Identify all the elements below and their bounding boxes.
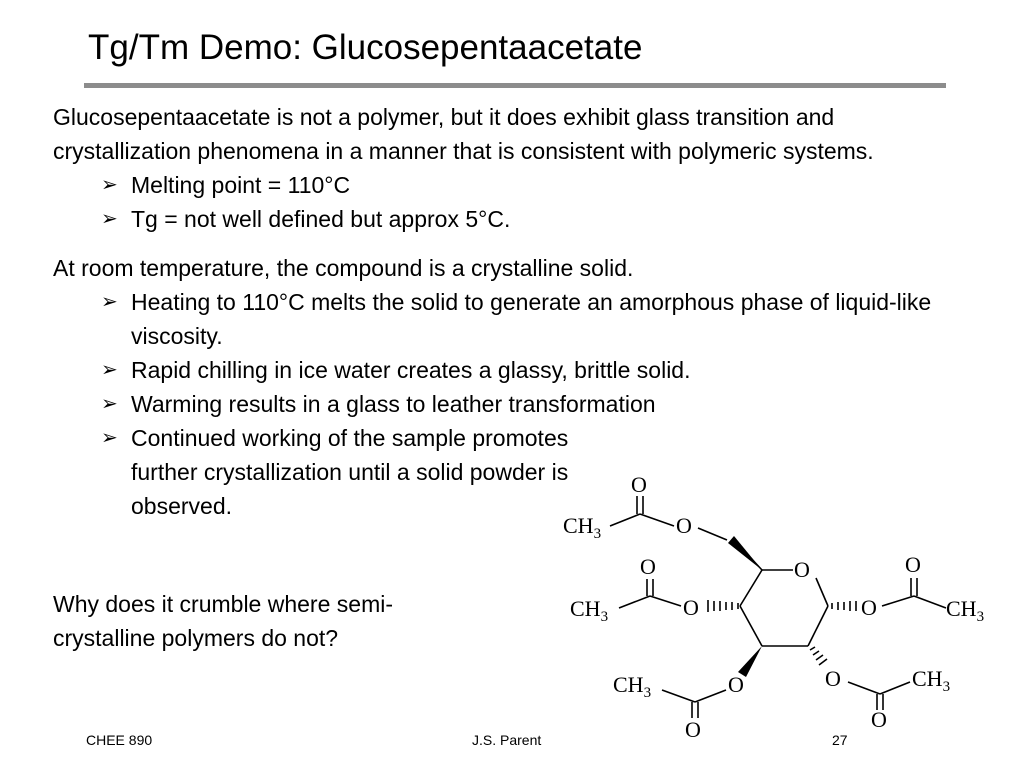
- atom-ch3-left: CH3: [570, 596, 608, 625]
- intro-paragraph: Glucosepentaacetate is not a polymer, bu…: [53, 104, 874, 164]
- atom-o-ester-right: O: [861, 595, 877, 620]
- arrow-bullet-icon: ➢: [101, 174, 118, 196]
- property-item-tg: ➢Tg = not well defined but approx 5°C.: [101, 202, 953, 236]
- process-list: ➢Heating to 110°C melts the solid to gen…: [53, 285, 953, 523]
- atom-o-ester-top: O: [676, 513, 692, 538]
- atom-o-ester-bottom-left: O: [728, 672, 744, 697]
- footer-course: CHEE 890: [86, 732, 153, 748]
- atom-ch3-right: CH3: [946, 596, 984, 625]
- hashed-bonds: [707, 600, 857, 666]
- footer-author: J.S. Parent: [472, 732, 542, 748]
- wedge-bond: [738, 646, 762, 677]
- atom-ch3-bottom-left: CH3: [613, 672, 651, 701]
- title-divider: [84, 83, 946, 88]
- arrow-bullet-icon: ➢: [101, 393, 118, 415]
- atom-o-carbonyl-left: O: [640, 554, 656, 579]
- atom-o-carbonyl-bottom-left: O: [685, 717, 701, 742]
- question-paragraph: Why does it crumble where semi-crystalli…: [53, 591, 393, 651]
- atom-o-ester-bottom-right: O: [825, 666, 841, 691]
- process-item-working: ➢Continued working of the sample promote…: [101, 421, 571, 523]
- process-item-heating: ➢Heating to 110°C melts the solid to gen…: [101, 285, 953, 353]
- atom-o-ring: O: [794, 557, 810, 582]
- atom-o-ester-left: O: [683, 595, 699, 620]
- property-list: ➢Melting point = 110°C ➢Tg = not well de…: [53, 168, 953, 236]
- atom-o-carbonyl-top: O: [631, 472, 647, 497]
- process-item-warming: ➢Warming results in a glass to leather t…: [101, 387, 953, 421]
- property-item-melting-point: ➢Melting point = 110°C: [101, 168, 953, 202]
- atom-o-carbonyl-right: O: [905, 552, 921, 577]
- atom-ch3-top: CH3: [563, 513, 601, 542]
- footer-page-number: 27: [832, 732, 848, 748]
- arrow-bullet-icon: ➢: [101, 291, 118, 313]
- atom-ch3-bottom-right: CH3: [912, 666, 950, 695]
- atom-o-carbonyl-bottom-right: O: [871, 707, 887, 732]
- arrow-bullet-icon: ➢: [101, 427, 118, 449]
- process-item-chilling: ➢Rapid chilling in ice water creates a g…: [101, 353, 953, 387]
- bond-lines: [609, 496, 947, 718]
- room-temperature-paragraph: At room temperature, the compound is a c…: [53, 255, 634, 281]
- glucosepentaacetate-structure: O CH3 O O O CH3 O O O CH3 CH3 O O O CH3 …: [563, 472, 984, 742]
- arrow-bullet-icon: ➢: [101, 359, 118, 381]
- arrow-bullet-icon: ➢: [101, 208, 118, 230]
- slide-body: Glucosepentaacetate is not a polymer, bu…: [53, 100, 953, 655]
- slide-title: Tg/Tm Demo: Glucosepentaacetate: [88, 28, 643, 67]
- wedge-bond: [728, 536, 762, 570]
